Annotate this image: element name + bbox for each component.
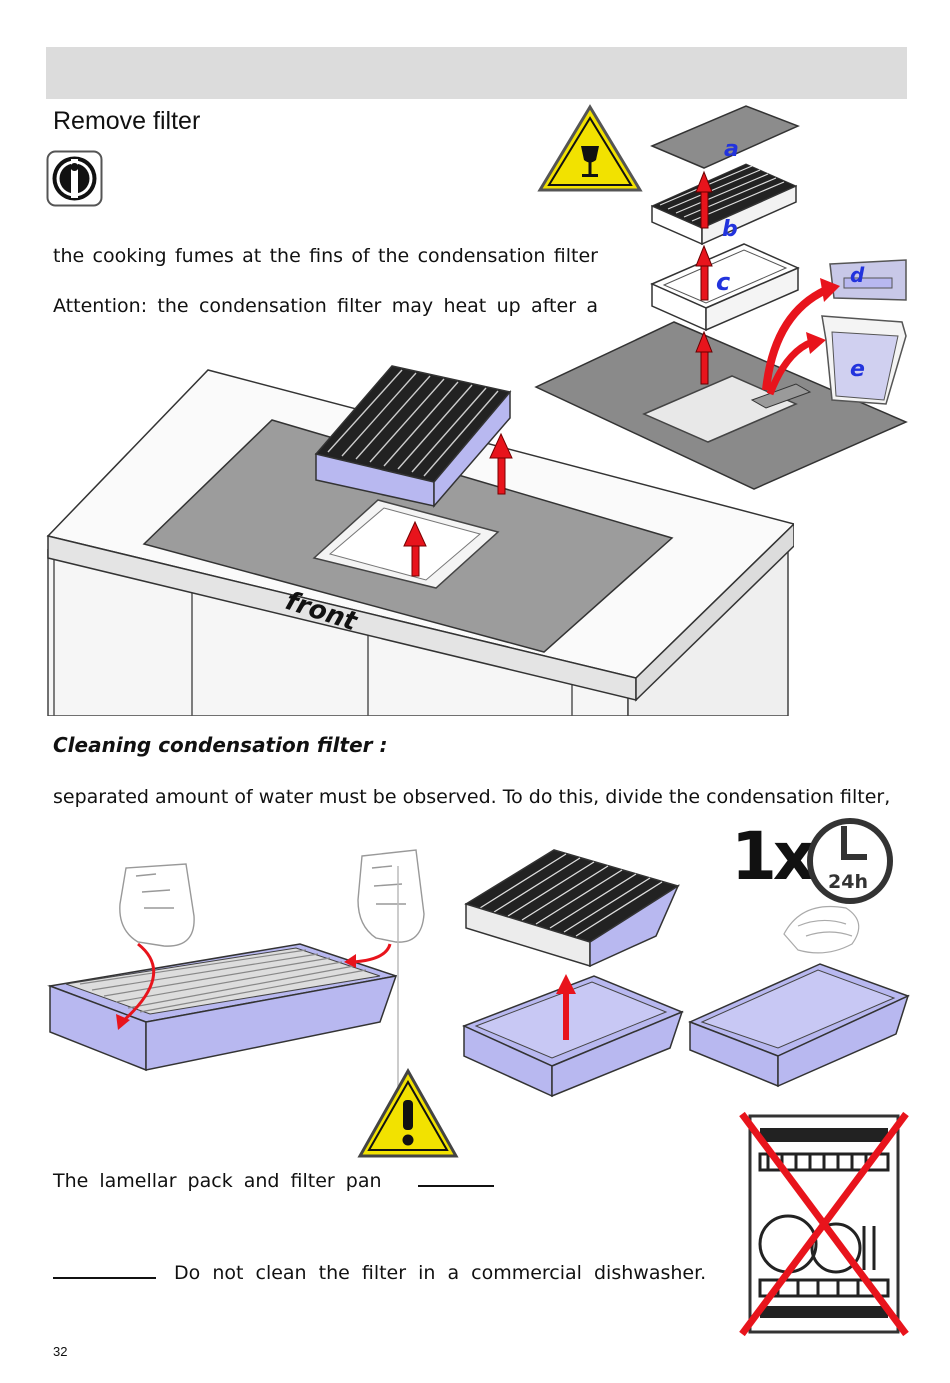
page-number: 32	[53, 1344, 68, 1359]
clock-24h-text: 24h	[828, 871, 868, 893]
cleaning-steps-diagram	[47, 849, 910, 1098]
paragraph-1-line-1: the cooking fumes at the fins of the con…	[53, 245, 598, 267]
subheading: Cleaning condensation filter :	[53, 733, 388, 757]
hob-counter-diagram: front	[46, 365, 794, 716]
part-label-c: c	[716, 268, 730, 296]
no-dishwasher-icon	[739, 1111, 909, 1337]
header-bar	[46, 47, 907, 99]
info-icon	[46, 150, 103, 207]
fill-in-blank	[417, 1185, 494, 1187]
paragraph-3-text: The lamellar pack and filter pan	[53, 1170, 382, 1192]
warning-exclamation-icon	[357, 1068, 459, 1158]
paragraph-1-line-2: Attention: the condensation filter may h…	[53, 295, 598, 317]
part-label-b: b	[722, 217, 738, 242]
paragraph-4-text: Do not clean the filter in a commercial …	[174, 1262, 707, 1284]
frequency-label: 1x	[731, 818, 815, 895]
filter-exploded-diagram: a b c d e	[534, 105, 908, 490]
fill-in-blank	[53, 1277, 156, 1279]
section-title: Remove filter	[53, 107, 201, 135]
paragraph-2: separated amount of water must be observ…	[53, 786, 891, 808]
paragraph-3: The lamellar pack and filter pan	[53, 1170, 494, 1192]
part-label-d: d	[850, 263, 865, 287]
paragraph-4: Do not clean the filter in a commercial …	[53, 1262, 708, 1284]
filter-lid-a	[650, 105, 800, 169]
fragile-warning-icon	[537, 104, 643, 192]
part-label-e: e	[850, 357, 865, 382]
part-label-a: a	[724, 137, 739, 162]
clock-24h-icon: 24h	[807, 818, 893, 904]
